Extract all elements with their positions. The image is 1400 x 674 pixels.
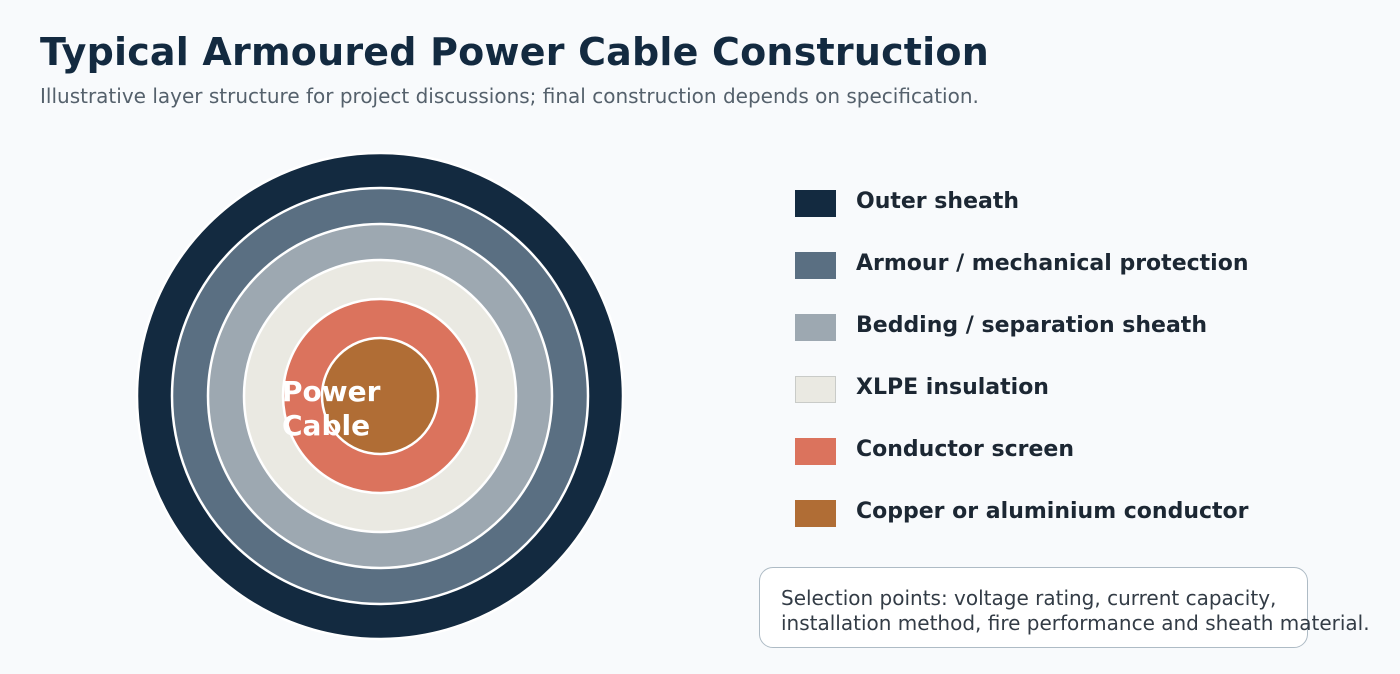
page-subtitle: Illustrative layer structure for project… (40, 84, 979, 108)
selection-note-text: Selection points: voltage rating, curren… (781, 586, 1370, 636)
center-label-line1: Power (282, 375, 381, 408)
legend-swatch (795, 376, 836, 403)
layer-conductor (320, 336, 440, 456)
legend-label: Outer sheath (856, 189, 1020, 214)
legend-label: Armour / mechanical protection (856, 251, 1249, 276)
legend-label: Bedding / separation sheath (856, 313, 1207, 338)
legend-swatch (795, 314, 836, 341)
legend-label: Copper or aluminium conductor (856, 499, 1249, 524)
page-title: Typical Armoured Power Cable Constructio… (40, 30, 989, 74)
note-line-1: Selection points: voltage rating, curren… (781, 586, 1277, 610)
legend-label: Conductor screen (856, 437, 1075, 462)
center-label-line2: Cable (282, 409, 370, 442)
legend-swatch (795, 500, 836, 527)
legend-swatch (795, 190, 836, 217)
legend-swatch (795, 438, 836, 465)
selection-note-box: Selection points: voltage rating, curren… (759, 567, 1370, 648)
legend-label: XLPE insulation (856, 375, 1049, 400)
note-line-2: installation method, fire performance an… (781, 611, 1370, 635)
legend-swatch (795, 252, 836, 279)
